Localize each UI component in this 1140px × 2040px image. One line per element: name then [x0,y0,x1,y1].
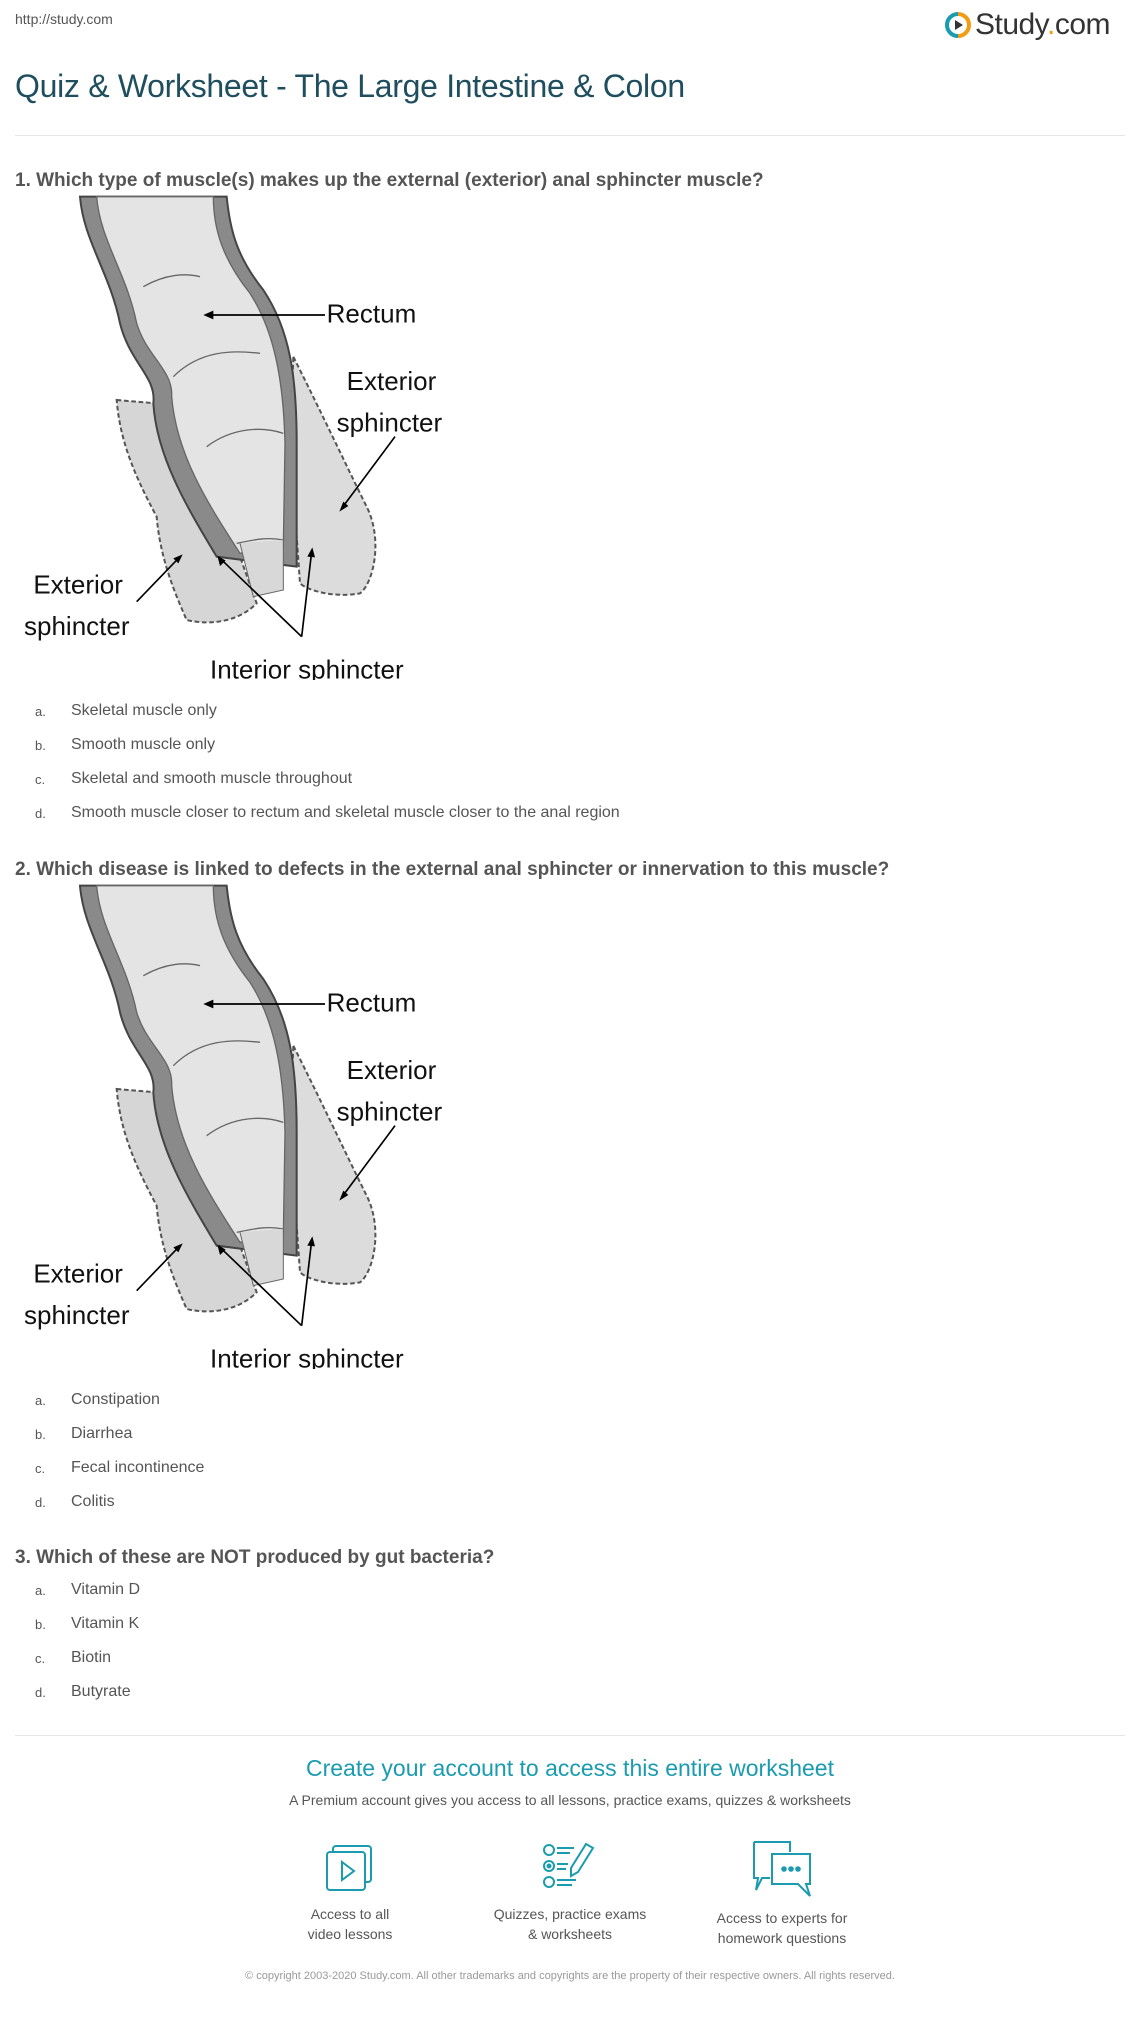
label-rectum: Rectum [327,988,417,1018]
option-1d: d.Smooth muscle closer to rectum and ske… [35,804,620,821]
cta-title[interactable]: Create your account to access this entir… [306,1755,834,1781]
logo-play-icon [945,12,971,38]
source-url: http://study.com [15,11,113,27]
option-3b: b.Vitamin K [35,1615,140,1632]
option-3a: a.Vitamin D [35,1581,141,1598]
video-icon [326,1845,372,1891]
quiz-icon [543,1842,595,1888]
arrow-heads [173,999,349,1255]
question-2: 2. Which disease is linked to defects in… [15,859,890,880]
cta-subtitle: A Premium account gives you access to al… [289,1792,851,1808]
label-exterior-left: Exterior [33,569,123,599]
option-1a: a.Skeletal muscle only [35,702,217,719]
option-3c: c.Biotin [35,1649,112,1666]
option-1b: b.Smooth muscle only [35,736,216,753]
label-exterior-right: Exterior [347,366,437,396]
label-exterior-left: Exterior [33,1258,123,1288]
label-exterior-right: Exterior [347,1055,437,1085]
option-2c: c.Fecal incontinence [35,1459,205,1476]
divider [15,135,1125,136]
label-sphincter-right: sphincter [337,408,443,438]
label-sphincter-left: sphincter [24,1300,130,1330]
rectum-diagram-2: Rectum Exterior sphincter Exterior sphin… [24,884,443,1369]
logo-text: Study.com [974,8,1111,41]
label-rectum: Rectum [327,299,417,329]
anatomy-illustration [78,195,377,624]
question-3: 3. Which of these are NOT produced by gu… [15,1547,495,1568]
chat-icon [753,1841,811,1897]
rectum-diagram-1: Rectum Exterior sphincter Exterior sphin… [24,195,443,680]
page-title: Quiz & Worksheet - The Large Intestine &… [15,68,685,104]
label-sphincter-left: sphincter [24,611,130,641]
label-arrows [136,314,396,638]
option-2b: b.Diarrhea [35,1425,133,1442]
option-2d: d.Colitis [35,1493,115,1510]
divider [15,1735,1125,1736]
feature-quizzes: Quizzes, practice exams & worksheets [460,1840,680,1944]
anatomy-illustration [78,884,377,1313]
option-2a: a.Constipation [35,1391,160,1408]
question-1: 1. Which type of muscle(s) makes up the … [15,170,764,191]
label-arrows [136,1003,396,1327]
copyright: © copyright 2003-2020 Study.com. All oth… [245,1970,895,1982]
label-interior-sphincter: Interior sphincter [210,1343,404,1369]
label-interior-sphincter: Interior sphincter [210,654,404,680]
arrow-heads [173,310,349,566]
study-logo[interactable]: Study.com [945,8,1111,42]
feature-video-lessons: Access to all video lessons [240,1840,460,1944]
label-sphincter-right: sphincter [337,1097,443,1127]
option-1c: c.Skeletal and smooth muscle throughout [35,770,353,787]
option-3d: d.Butyrate [35,1683,131,1700]
feature-experts: Access to experts for homework questions [672,1840,892,1948]
